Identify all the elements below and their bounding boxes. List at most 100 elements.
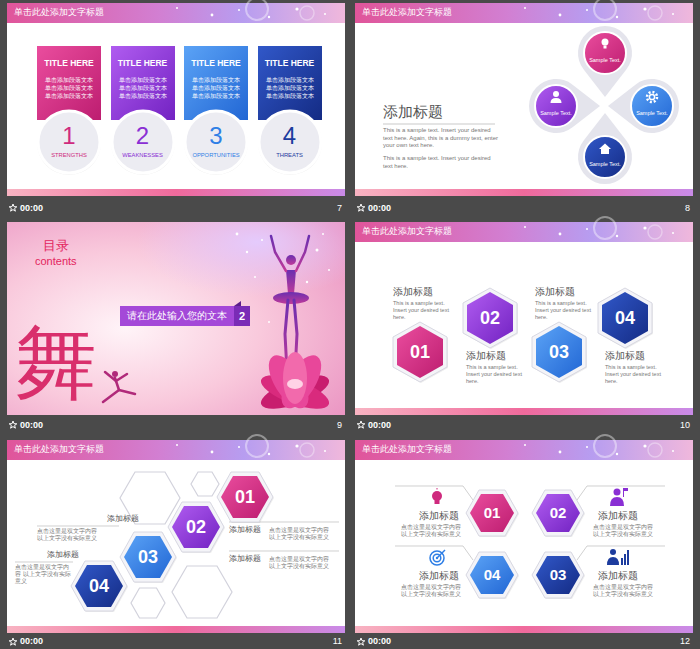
card-body: 单击添加段落文本 单击添加段落文本 单击添加段落文本 — [189, 76, 243, 100]
item-text: 点击这里是双文字内容 以上文字没有实际意义 — [593, 524, 655, 538]
number-hexagon: 04 — [75, 565, 123, 607]
slide-number: 11 — [300, 636, 342, 647]
dance-illustration — [7, 222, 345, 415]
item-text: This is a sample text. Insert your desir… — [466, 364, 530, 385]
card-label: OPPORTUNITIES — [184, 152, 248, 159]
hex-number: 04 — [75, 565, 123, 607]
card-title: TITLE HERE — [37, 58, 101, 69]
hexagon-decoration — [15, 472, 339, 618]
swot-card: TITLE HERE单击添加段落文本 单击添加段落文本 单击添加段落文本3OPP… — [184, 46, 248, 178]
card-body: 单击添加段落文本 单击添加段落文本 单击添加段落文本 — [42, 76, 96, 100]
number-hexagon: 02 — [467, 292, 513, 344]
icon-pin-outline — [630, 84, 674, 128]
item-text: 点击这里是双文字内容 以上文字没有实际意义 — [37, 528, 99, 542]
item-title: 添加标题 — [419, 570, 459, 583]
item-text: 点击这里是双文字内容 以上文字没有实际意义 — [15, 564, 73, 585]
card-number: 4 — [258, 123, 322, 149]
pin-text: Sample Text. — [534, 110, 578, 117]
slide-panel: 单击此处添加文字标题添加标题This is a sample text. Ins… — [355, 222, 693, 415]
item-title: 添加标题 — [107, 514, 139, 524]
item-title: 添加标题 — [393, 286, 433, 299]
timer-label: 00:00 — [20, 636, 43, 647]
slide-number: 7 — [300, 203, 342, 214]
number-hexagon: 01 — [470, 494, 514, 532]
slide-number: 8 — [648, 203, 690, 214]
slide-panel: 目录contents 舞 请在此处输入您的文本 2 — [7, 222, 345, 415]
swot-card: TITLE HERE单击添加段落文本 单击添加段落文本 单击添加段落文本1STR… — [37, 46, 101, 178]
card-title: TITLE HERE — [258, 58, 322, 69]
item-title: 添加标题 — [47, 550, 79, 560]
item-text: This is a sample text. Insert your desir… — [535, 300, 599, 321]
number-hexagon: 01 — [397, 326, 443, 378]
slide-panel: 单击此处添加文字标题TITLE HERE单击添加段落文本 单击添加段落文本 单击… — [7, 3, 345, 196]
slide-ground — [7, 435, 345, 633]
number-hexagon: 03 — [124, 536, 172, 578]
hex-number: 01 — [221, 476, 269, 518]
icon-pin-outline — [534, 84, 578, 128]
item-text: This is a sample text. Insert your desir… — [605, 364, 669, 385]
timer-label: 00:00 — [368, 203, 391, 214]
item-title: 添加标题 — [229, 554, 261, 564]
icon-pin: Sample Text. — [583, 135, 627, 179]
number-hexagon: 02 — [536, 494, 580, 532]
banner-number: 2 — [234, 306, 250, 326]
toc-subtitle: contents — [35, 255, 77, 269]
hex-number: 01 — [397, 326, 443, 378]
item-title: 添加标题 — [598, 510, 638, 523]
item-text: 点击这里是双文字内容 以上文字没有实际意义 — [401, 584, 463, 598]
swot-card: TITLE HERE 单击添加段落文本 单击添加段落文本 单击添加段落文本 2WEA… — [111, 46, 175, 178]
slide-ground — [7, 0, 345, 196]
toc-title: 目录 — [43, 238, 69, 254]
calligraphy-character: 舞 — [15, 322, 97, 406]
slide-ground — [355, 0, 693, 196]
item-text: 点击这里是双文字内容 以上文字没有实际意义 — [593, 584, 655, 598]
slide-panel: 单击此处添加文字标题添加标题This is a sample text. Ins… — [355, 3, 693, 196]
banner-text: 请在此处输入您的文本 — [127, 306, 227, 326]
timer-label: 00:00 — [368, 636, 391, 647]
icon-decoration — [395, 486, 665, 565]
item-text: 点击这里是双文字内容 以上文字没有实际意义 — [401, 524, 463, 538]
card-label: THREATS — [258, 152, 322, 159]
slide-ground — [355, 435, 693, 633]
slide-header: 单击此处添加文字标题 — [362, 7, 452, 18]
icon-pin: Sample Text. — [630, 84, 674, 128]
card-body: 单击添加段落文本 单击添加段落文本 单击添加段落文本 — [263, 76, 317, 100]
hex-number: 03 — [536, 556, 580, 594]
slide-panel: 单击此处添加文字标题添加标题点击这里是双文字内容 以上文字没有实际意义添加标题点… — [7, 440, 345, 633]
icon-pin: Sample Text. — [583, 31, 627, 75]
number-hexagon: 04 — [602, 292, 648, 344]
card-number: 3 — [184, 123, 248, 149]
item-title: 添加标题 — [605, 350, 645, 363]
icon-pin-outline — [583, 31, 627, 75]
number-hexagon: 04 — [470, 556, 514, 594]
number-hexagon: 03 — [536, 556, 580, 594]
card-label: STRENGTHS — [37, 152, 101, 159]
swot-card: TITLE HERE 单击添加段落文本 单击添加段落文本 单击添加段落文本 4THR… — [258, 46, 322, 178]
hex-number: 02 — [467, 292, 513, 344]
timer-label: 00:00 — [368, 420, 391, 431]
item-title: 添加标题 — [598, 570, 638, 583]
section-title: 添加标题 — [383, 103, 443, 122]
pin-text: Sample Text. — [630, 110, 674, 117]
card-title: TITLE HERE — [111, 58, 175, 69]
timer-label: 00:00 — [20, 203, 43, 214]
slide-header: 单击此处添加文字标题 — [14, 444, 104, 455]
hex-number: 01 — [470, 494, 514, 532]
slide-header: 单击此处添加文字标题 — [362, 444, 452, 455]
slide-number: 10 — [648, 420, 690, 431]
hex-number: 04 — [602, 292, 648, 344]
slide-number: 12 — [648, 636, 690, 647]
card-label: WEAKNESSES — [111, 152, 175, 159]
slide-header: 单击此处添加文字标题 — [362, 226, 452, 237]
hex-number: 04 — [470, 556, 514, 594]
card-body: 单击添加段落文本 单击添加段落文本 单击添加段落文本 — [116, 76, 170, 100]
title-underline — [383, 124, 495, 125]
hex-number: 03 — [124, 536, 172, 578]
pin-text: Sample Text. — [583, 161, 627, 168]
pin-text: Sample Text. — [583, 57, 627, 64]
card-number: 2 — [111, 123, 175, 149]
timer-label: 00:00 — [20, 420, 43, 431]
item-title: 添加标题 — [535, 286, 575, 299]
number-hexagon: 02 — [172, 506, 220, 548]
